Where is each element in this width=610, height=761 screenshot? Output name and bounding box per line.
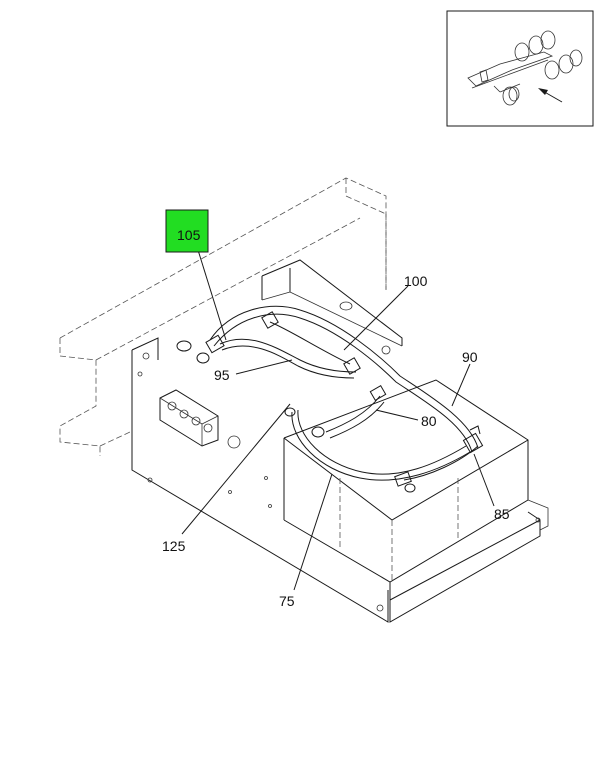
leader-100 [343,285,409,351]
callout-label-80[interactable]: 80 [421,413,437,429]
leader-lines [181,249,495,591]
highlight-box[interactable] [165,209,209,253]
callout-label-75[interactable]: 75 [279,593,295,609]
terminal-connector-block [159,389,219,447]
leader-125 [181,403,291,535]
inset-frame [446,10,594,127]
battery-cable-harness [176,305,484,493]
callout-label-100[interactable]: 100 [404,273,428,289]
cable-terminal-lugs [176,311,484,493]
leader-80 [375,409,419,421]
callout-label-90[interactable]: 90 [462,349,478,365]
truck-chassis-thumbnail [467,30,583,106]
leader-85 [473,453,495,507]
callout-label-105[interactable]: 105 [177,227,201,243]
callout-label-95[interactable]: 95 [214,367,230,383]
locator-arrow-icon [538,88,563,103]
frame-rail-phantom [59,177,387,456]
leader-105 [197,249,227,341]
leader-90 [451,363,471,407]
leader-75 [293,473,333,591]
callout-label-125[interactable]: 125 [162,538,186,554]
callout-105-highlight[interactable]: 105 [165,209,209,253]
leader-95 [235,359,293,375]
callout-labels: 105 100 90 95 80 85 125 75 [162,209,510,609]
battery-box-body [283,379,549,623]
battery-box-side-plate [131,259,403,623]
callout-label-85[interactable]: 85 [494,506,510,522]
locator-inset [446,10,594,127]
